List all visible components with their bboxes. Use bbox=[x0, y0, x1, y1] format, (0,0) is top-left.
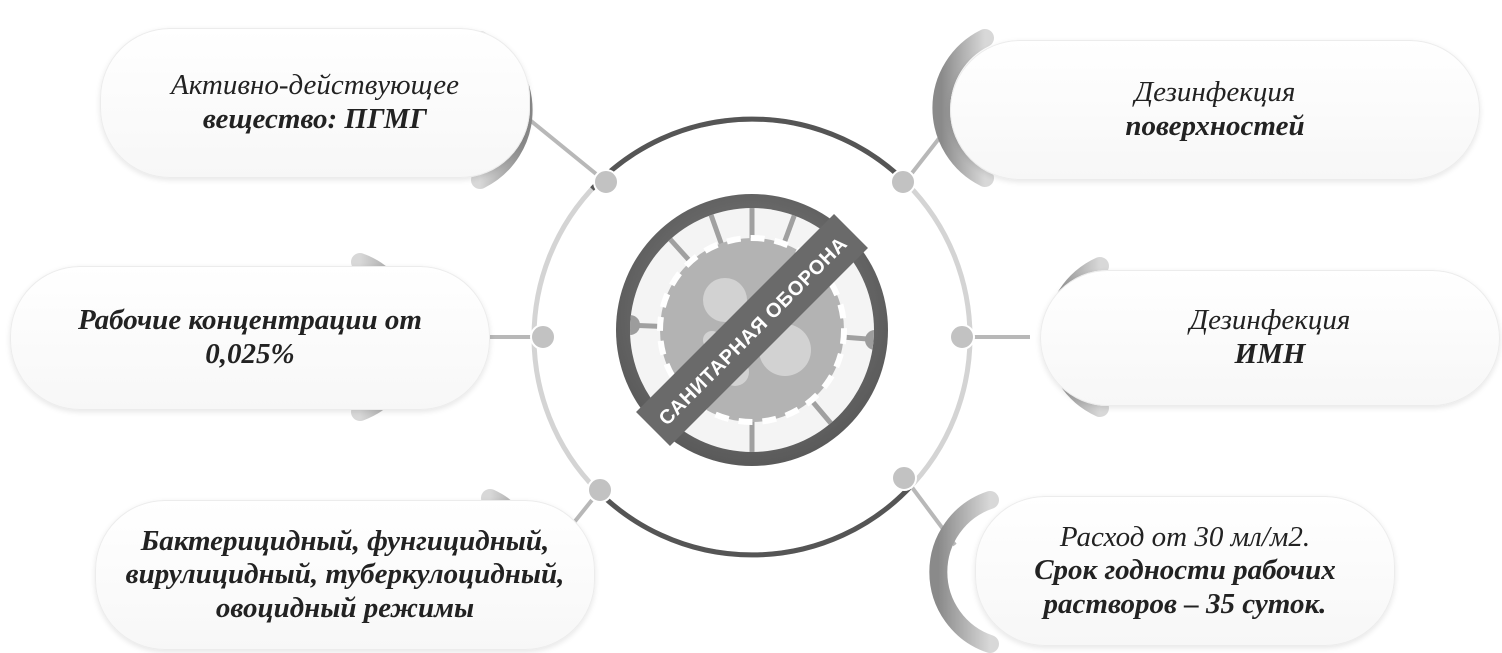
dot-tr bbox=[890, 169, 916, 195]
dot-bl bbox=[587, 477, 613, 503]
node-tr-line-2: поверхностей bbox=[1125, 110, 1305, 142]
node-mr-line-1: Дезинфекция bbox=[1189, 304, 1351, 337]
node-card-consumption: Расход от 30 мл/м2. Срок годности рабочи… bbox=[975, 496, 1395, 646]
stamp-emblem: САНИТАРНАЯ ОБОРОНА bbox=[610, 188, 894, 472]
node-tl-line-1: Активно-действующее bbox=[171, 69, 459, 102]
connector-dots bbox=[530, 169, 975, 503]
node-bl-line-3: овоцидный режимы bbox=[215, 591, 475, 624]
node-card-surface-disinfection: Дезинфекция поверхностей bbox=[950, 40, 1480, 180]
dot-mr bbox=[949, 324, 975, 350]
node-card-modes: Бактерицидный, фунгицидный, вирулицидный… bbox=[95, 500, 595, 650]
node-tl-line-2: вещество: ПГМГ bbox=[202, 103, 428, 135]
node-ml-line-1: Рабочие концентрации от bbox=[78, 304, 422, 337]
outer-ring-bottom-arc bbox=[590, 483, 914, 558]
node-bl-line-1: Бактерицидный, фунгицидный, bbox=[140, 524, 550, 557]
outer-ring-top-arc bbox=[590, 116, 914, 191]
dot-br bbox=[891, 465, 917, 491]
node-ml-line-2: 0,025% bbox=[205, 338, 295, 370]
crescent-br bbox=[929, 491, 999, 653]
node-card-active-substance: Активно-действующее вещество: ПГМГ bbox=[100, 28, 530, 178]
stamp-band bbox=[636, 214, 868, 446]
node-tr-line-1: Дезинфекция bbox=[1134, 76, 1296, 109]
dot-tl bbox=[593, 169, 619, 195]
node-br-line-1: Расход от 30 мл/м2. bbox=[1059, 520, 1311, 553]
node-card-working-concentration: Рабочие концентрации от 0,025% bbox=[10, 266, 490, 410]
connector-tl bbox=[518, 110, 608, 184]
node-br-line-2: Срок годности рабочих bbox=[1034, 554, 1336, 587]
node-bl-line-2: вирулицидный, туберкулоцидный, bbox=[125, 558, 565, 591]
dot-ml bbox=[530, 324, 556, 350]
crescent-tr bbox=[932, 29, 994, 187]
node-br-line-3: растворов – 35 суток. bbox=[1043, 587, 1327, 620]
node-mr-line-2: ИМН bbox=[1234, 338, 1306, 370]
node-card-imn-disinfection: Дезинфекция ИМН bbox=[1040, 270, 1500, 406]
